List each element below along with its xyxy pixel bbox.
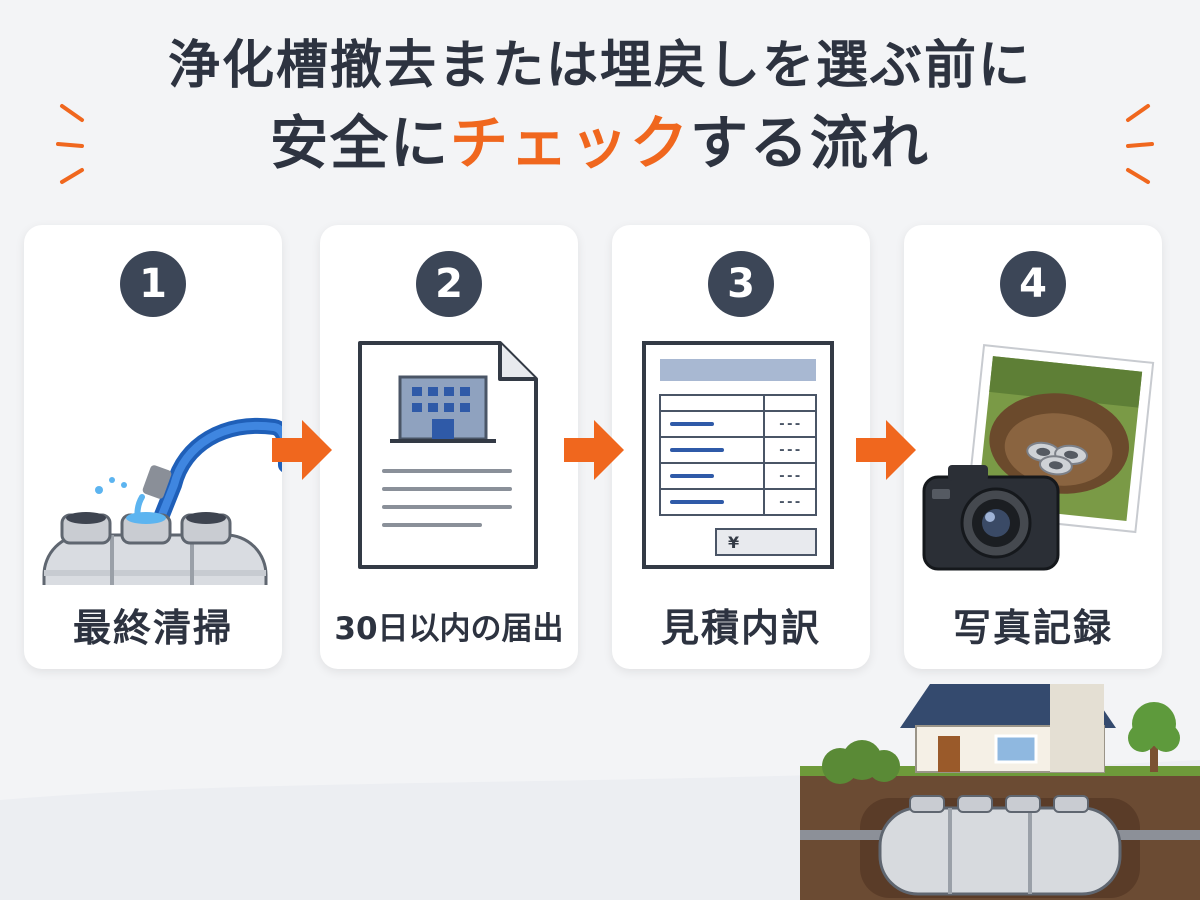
step-card-4: 4 写真記録 (904, 225, 1162, 669)
house-septic-scene-illustration (800, 684, 1200, 900)
estimate-dash: --- (778, 443, 801, 458)
step-number-badge: 2 (416, 251, 482, 317)
step-number-badge: 4 (1000, 251, 1066, 317)
step-number-badge: 1 (120, 251, 186, 317)
next-arrow-icon (856, 420, 916, 480)
next-arrow-icon (272, 420, 332, 480)
title-line-1: 浄化槽撤去または埋戻しを選ぶ前に (167, 36, 1032, 96)
estimate-dash: --- (778, 495, 801, 510)
title-accent-text: チェック (449, 109, 690, 177)
estimate-dash: --- (778, 469, 801, 484)
page-title: 浄化槽撤去または埋戻しを選ぶ前に 安全にチェックする流れ (0, 30, 1200, 184)
step-number-badge: 3 (708, 251, 774, 317)
estimate-dash: --- (778, 417, 801, 432)
step-label: 最終清掃 (72, 606, 233, 650)
right-spark-icon (1126, 104, 1154, 184)
notification-document-icon (358, 341, 538, 569)
title-line-2-prefix: 安全に (269, 109, 450, 177)
step-label: 30日以内の届出 (334, 611, 564, 647)
step-label: 見積内訳 (660, 606, 821, 650)
septic-tank-cleaning-icon (42, 417, 282, 585)
step-card-2: 2 30日以内の届出 (320, 225, 578, 669)
step-card-1: 1 最終清掃 (24, 225, 282, 669)
camera-photo-record-icon (922, 344, 1155, 571)
title-line-2-suffix: する流れ (690, 109, 931, 177)
left-spark-icon (56, 104, 84, 184)
next-arrow-icon (564, 420, 624, 480)
estimate-breakdown-icon: --- --- --- --- ¥ (642, 341, 834, 569)
yen-symbol: ¥ (728, 533, 739, 552)
step-card-3: 3 --- --- --- --- ¥ 見積内訳 (612, 225, 870, 669)
step-label: 写真記録 (952, 606, 1113, 650)
title-line-2: 安全にチェックする流れ (0, 102, 1200, 184)
